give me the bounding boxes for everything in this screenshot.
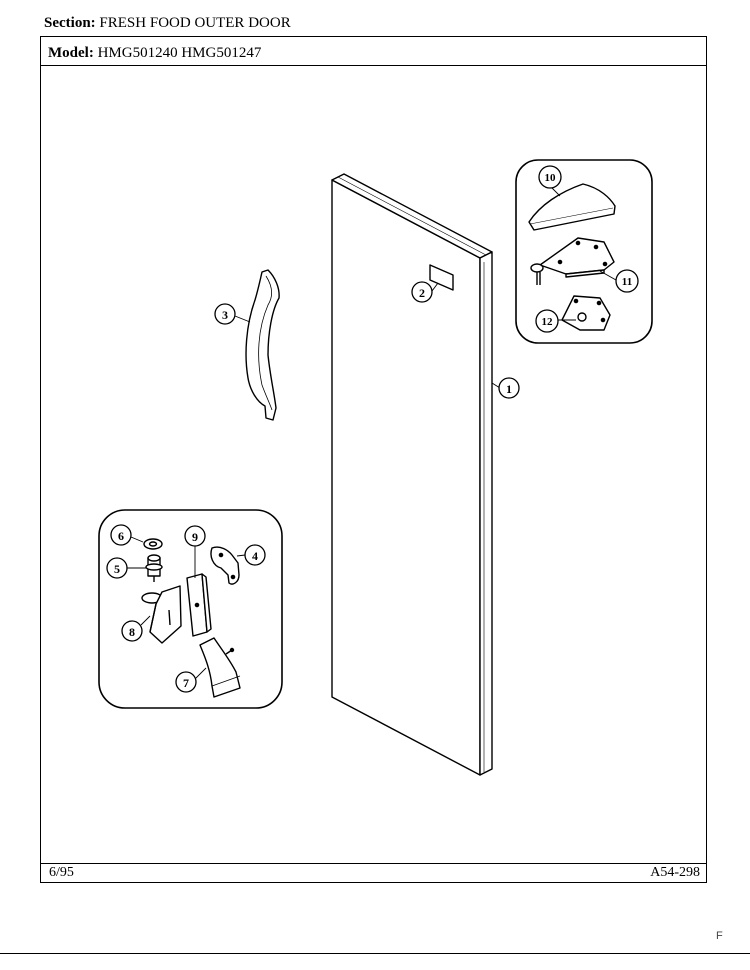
door-panel <box>331 173 493 776</box>
bottom-hinge-inset <box>98 509 283 709</box>
hinge-cover <box>528 183 616 231</box>
callout-3: 3 <box>222 308 228 322</box>
footer-code: A54-298 <box>650 865 700 880</box>
callout-9: 9 <box>192 530 198 544</box>
callout-6: 6 <box>118 529 124 543</box>
diagram-frame: Model: HMG501240 HMG501247 6/95 A54-298 <box>40 36 707 883</box>
model-divider <box>41 65 706 66</box>
door-handle <box>245 269 280 421</box>
footer-divider <box>41 863 706 864</box>
callout-8: 8 <box>129 625 135 639</box>
model-value: HMG501240 HMG501247 <box>97 45 262 61</box>
label-plate <box>429 264 454 291</box>
hinge-shim <box>561 295 611 331</box>
callout-4: 4 <box>252 549 258 563</box>
footer-date: 6/95 <box>49 865 74 880</box>
hinge-bracket <box>210 546 240 585</box>
bottom-hinge <box>141 585 182 644</box>
spacer-plate <box>186 573 212 637</box>
model-label: Model: <box>48 45 94 61</box>
callout-10: 10 <box>545 172 557 184</box>
callout-5: 5 <box>114 562 120 576</box>
model-heading: Model: HMG501240 HMG501247 <box>48 45 261 62</box>
section-label: Section: <box>44 15 96 31</box>
callout-12: 12 <box>542 316 554 328</box>
callout-7: 7 <box>183 676 189 690</box>
section-heading: Section: FRESH FOOD OUTER DOOR <box>44 14 291 32</box>
page-bottom-rule <box>0 953 750 954</box>
callout-11: 11 <box>622 276 632 288</box>
page-mark: F <box>716 930 723 942</box>
hinge-pin <box>145 554 163 582</box>
callout-1: 1 <box>506 382 512 396</box>
top-hinge-inset <box>515 159 653 344</box>
hinge-support <box>199 637 241 698</box>
callout-2: 2 <box>419 286 425 300</box>
section-value: FRESH FOOD OUTER DOOR <box>99 15 291 31</box>
washer <box>143 538 163 550</box>
